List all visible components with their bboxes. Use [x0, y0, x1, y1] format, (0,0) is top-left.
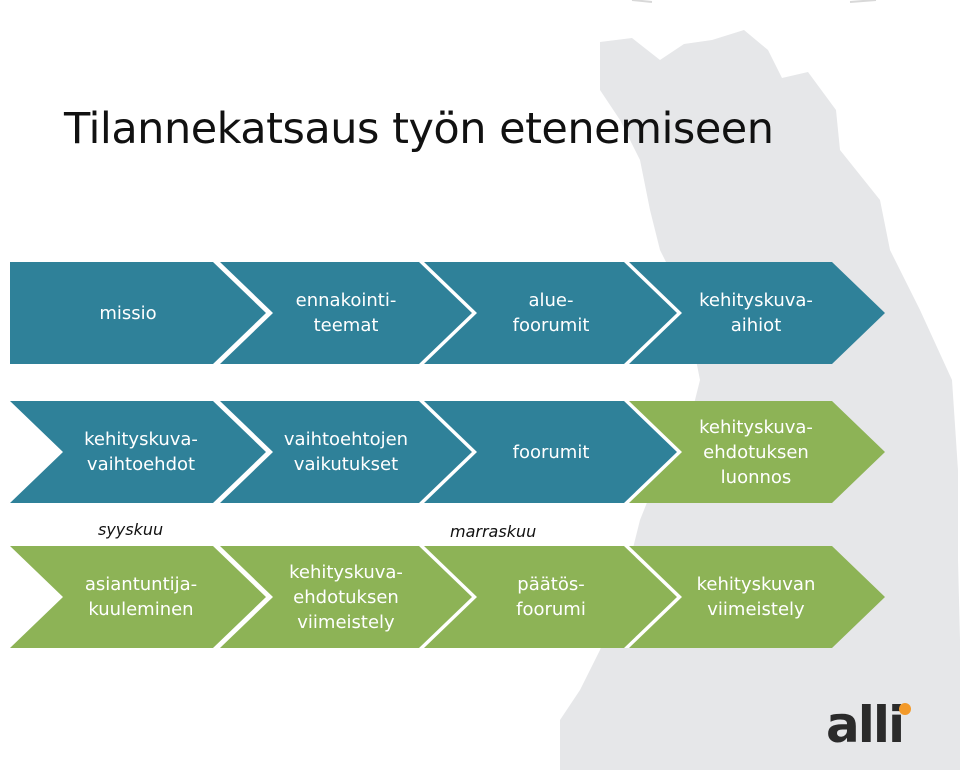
- process-row-1: missio ennakointi- teemat alue- foorumit…: [10, 262, 885, 364]
- process-row-2: kehityskuva- vaihtoehdot vaihtoehtojen v…: [10, 401, 885, 503]
- page-title: Tilannekatsaus työn etenemiseen: [64, 104, 774, 154]
- alli-logo: alli: [826, 696, 905, 754]
- month-label-november: marraskuu: [450, 522, 537, 541]
- finland-map-top-border: [631, 0, 877, 3]
- step-label: ennakointi- teemat: [295, 290, 397, 336]
- step-label: kehityskuva- vaihtoehdot: [84, 429, 198, 475]
- process-row-3: asiantuntija- kuuleminen kehityskuva- eh…: [10, 546, 885, 648]
- step-label: vaihtoehtojen vaikutukset: [283, 429, 409, 475]
- step-label: missio: [99, 302, 157, 324]
- alli-logo-dot-icon: [899, 703, 911, 715]
- month-label-september: syyskuu: [98, 520, 164, 539]
- step-label: asiantuntija- kuuleminen: [84, 574, 198, 620]
- step-missio: [10, 262, 266, 364]
- step-label: kehityskuva- ehdotuksen luonnos: [699, 416, 813, 488]
- step-label: alue- foorumit: [512, 290, 590, 336]
- step-label: kehityskuvan viimeistely: [696, 574, 816, 620]
- step-label: foorumit: [512, 441, 590, 463]
- step-label: kehityskuva- ehdotuksen viimeistely: [289, 561, 403, 633]
- step-label: kehityskuva- aihiot: [699, 290, 813, 336]
- step-label: päätös- foorumi: [516, 574, 586, 620]
